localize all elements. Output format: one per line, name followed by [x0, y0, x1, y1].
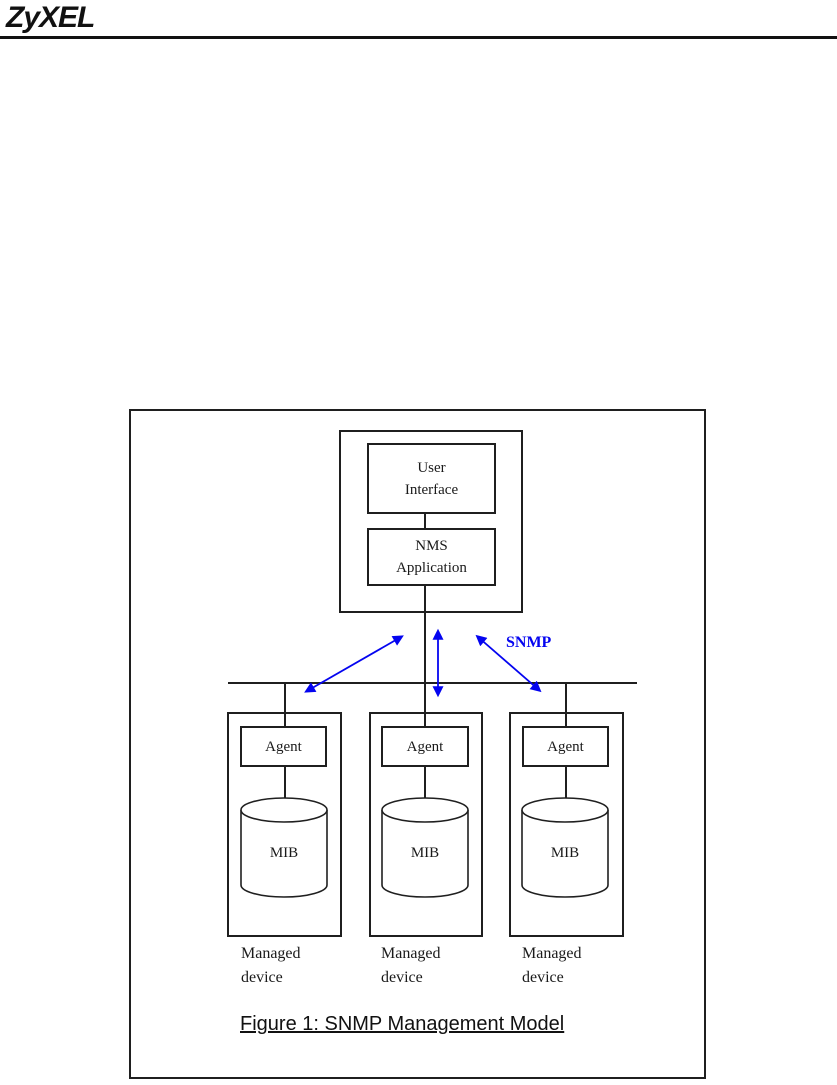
nms-application-label-line2: Application [396, 560, 467, 576]
mib-cylinder-1 [240, 797, 328, 898]
managed-device-box-1 [227, 712, 342, 937]
connector-bus-to-agent-3 [565, 684, 567, 728]
managed-device-label-2-line1: Managed [381, 945, 441, 962]
nms-application-box: NMS Application [367, 528, 496, 586]
user-interface-label-line1: User [417, 459, 446, 476]
managed-device-label-3-line1: Managed [522, 945, 582, 962]
nms-application-label-line1: NMS [415, 538, 448, 554]
managed-device-label-3: Managed device [522, 942, 582, 990]
mib-cylinder-2 [381, 797, 469, 898]
user-interface-box: User Interface [367, 443, 496, 514]
managed-device-label-1-line1: Managed [241, 945, 301, 962]
connector-agent-to-mib-1 [284, 765, 286, 799]
nms-system-box [339, 430, 523, 613]
managed-device-box-2 [369, 712, 483, 937]
managed-device-label-3-line2: device [522, 969, 564, 986]
mib-label-2: MIB [410, 845, 440, 861]
snmp-arrow-left [304, 635, 404, 693]
agent-box-2: Agent [381, 726, 469, 767]
managed-device-label-2-line2: device [381, 969, 423, 986]
agent-box-3: Agent [522, 726, 609, 767]
connector-ui-to-nms [424, 512, 426, 530]
managed-device-label-1: Managed device [241, 942, 301, 990]
agent-box-1: Agent [240, 726, 327, 767]
figure-frame [129, 409, 706, 1079]
managed-device-label-1-line2: device [241, 969, 283, 986]
connector-bus-to-agent-2 [424, 684, 426, 728]
snmp-arrow-right [475, 634, 542, 693]
connector-agent-to-mib-2 [424, 765, 426, 799]
agent-label-2: Agent [406, 738, 444, 755]
mib-label-1: MIB [269, 845, 299, 861]
mib-cylinder-3 [521, 797, 609, 898]
snmp-protocol-label: SNMP [506, 634, 552, 651]
connector-agent-to-mib-3 [565, 765, 567, 799]
figure-caption: Figure 1: SNMP Management Model [240, 1013, 565, 1035]
connector-bus-to-agent-1 [284, 684, 286, 728]
agent-label-3: Agent [547, 738, 584, 755]
managed-device-label-2: Managed device [381, 942, 441, 990]
zyxel-logo: ZyXEL [6, 1, 95, 34]
connector-nms-to-bus [424, 584, 426, 684]
managed-device-box-3 [509, 712, 624, 937]
mib-label-3: MIB [550, 845, 580, 861]
header-rule [0, 36, 837, 39]
agent-label-1: Agent [265, 738, 302, 755]
user-interface-label-line2: Interface [404, 481, 459, 498]
